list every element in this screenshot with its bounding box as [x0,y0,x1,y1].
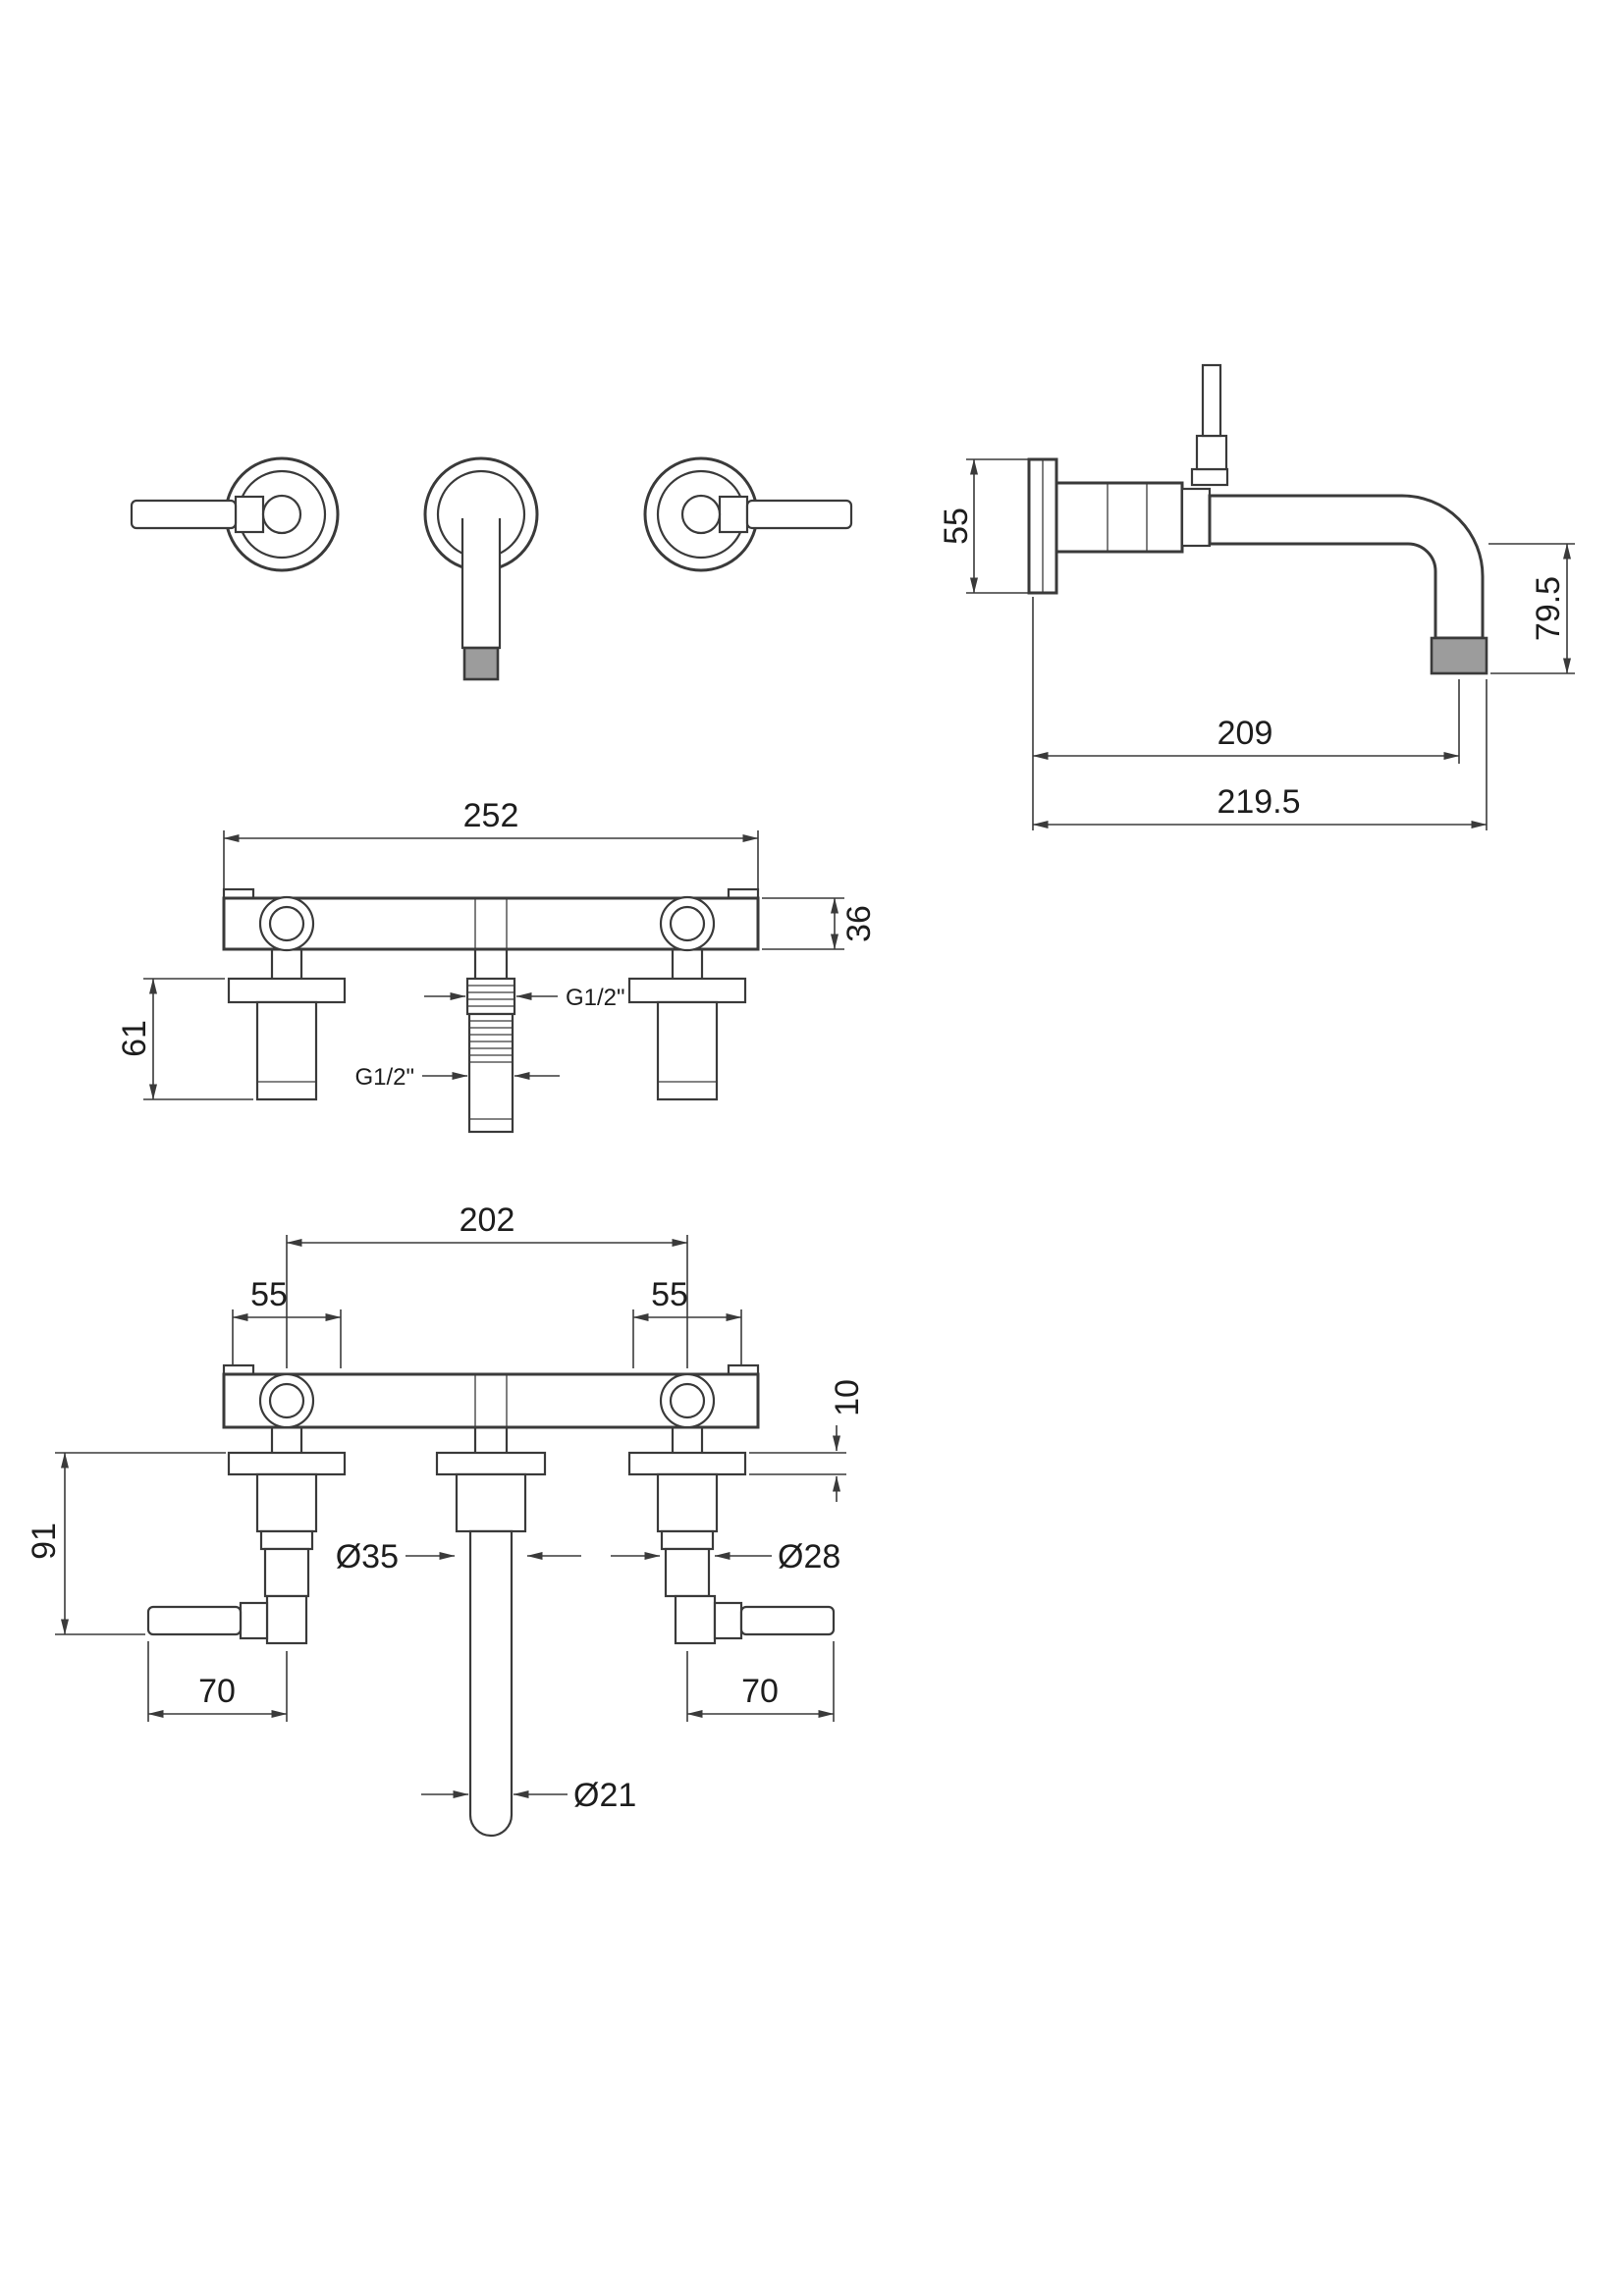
thread-callout-top: G1/2" [424,985,625,1011]
install-left-valve [146,1427,347,1645]
dim-overall-width-label: 252 [463,797,519,834]
dim-plate-dia-left-label: 55 [250,1276,288,1313]
dim-overall-width: 252 [223,797,759,891]
front-trim-view [130,456,853,681]
left-handle [130,456,340,572]
dim-handle-drop-label: 91 [26,1522,63,1560]
dim-plate-height-label: 55 [938,507,975,545]
side-valve-body [1055,481,1212,554]
dim-valve-length-label: 61 [116,1020,153,1057]
dim-plate-dia-right-label: 55 [651,1276,688,1313]
thread-top-label: G1/2" [566,985,625,1011]
dim-handle-reach-right: 70 [686,1641,835,1722]
side-view: 55 79.5 209 219.5 [938,363,1575,830]
dim-plate-height: 55 [938,458,1029,594]
dim-valve-length: 61 [116,978,253,1100]
install-body-bar [222,1363,760,1429]
install-centre-spout [435,1427,547,1838]
dim-handle-reach-left: 70 [147,1641,288,1722]
dia-spout-tube-label: Ø21 [573,1777,636,1814]
dim-plate-thickness: 10 [749,1379,866,1502]
dim-spout-reach: 209 [1032,597,1460,830]
dim-handle-reach-right-label: 70 [741,1673,779,1710]
plan-left-valve [227,895,347,1101]
dia-spout-tube: Ø21 [421,1777,636,1814]
side-spout [1208,494,1488,675]
plan-right-valve [627,895,747,1101]
dim-handle-drop: 91 [26,1452,226,1635]
dim-plate-dia-left: 55 [232,1276,342,1368]
spout-face [423,456,539,681]
dia-spout-body-label: Ø35 [336,1538,399,1575]
dia-spout-body: Ø35 [336,1538,581,1575]
dim-spout-drop-label: 79.5 [1530,576,1567,641]
side-wall-plate [1027,457,1058,595]
dim-spout-reach-label: 209 [1217,715,1273,752]
install-right-valve [627,1427,836,1645]
right-handle [643,456,853,572]
dim-body-height-label: 36 [840,905,878,942]
side-handle [1190,363,1229,487]
thread-bottom-label: G1/2" [354,1064,414,1091]
dim-handle-reach-left-label: 70 [198,1673,236,1710]
plan-view: 252 [116,797,878,1134]
thread-callout-bottom: G1/2" [354,1064,560,1091]
dim-overall-reach: 219.5 [1032,679,1488,830]
dia-valve-body: Ø28 [611,1538,840,1575]
dim-body-height: 36 [762,897,878,950]
installation-view: 202 55 55 [26,1201,866,1838]
dim-hole-centres-label: 202 [460,1201,515,1239]
dim-spout-drop: 79.5 [1488,543,1575,674]
dim-plate-dia-right: 55 [632,1276,742,1368]
dim-hole-centres: 202 [286,1201,688,1368]
plan-centre-inlet [465,949,516,1134]
dim-overall-reach-label: 219.5 [1217,783,1300,821]
dim-plate-thickness-label: 10 [829,1379,866,1416]
dia-valve-body-label: Ø28 [778,1538,840,1575]
